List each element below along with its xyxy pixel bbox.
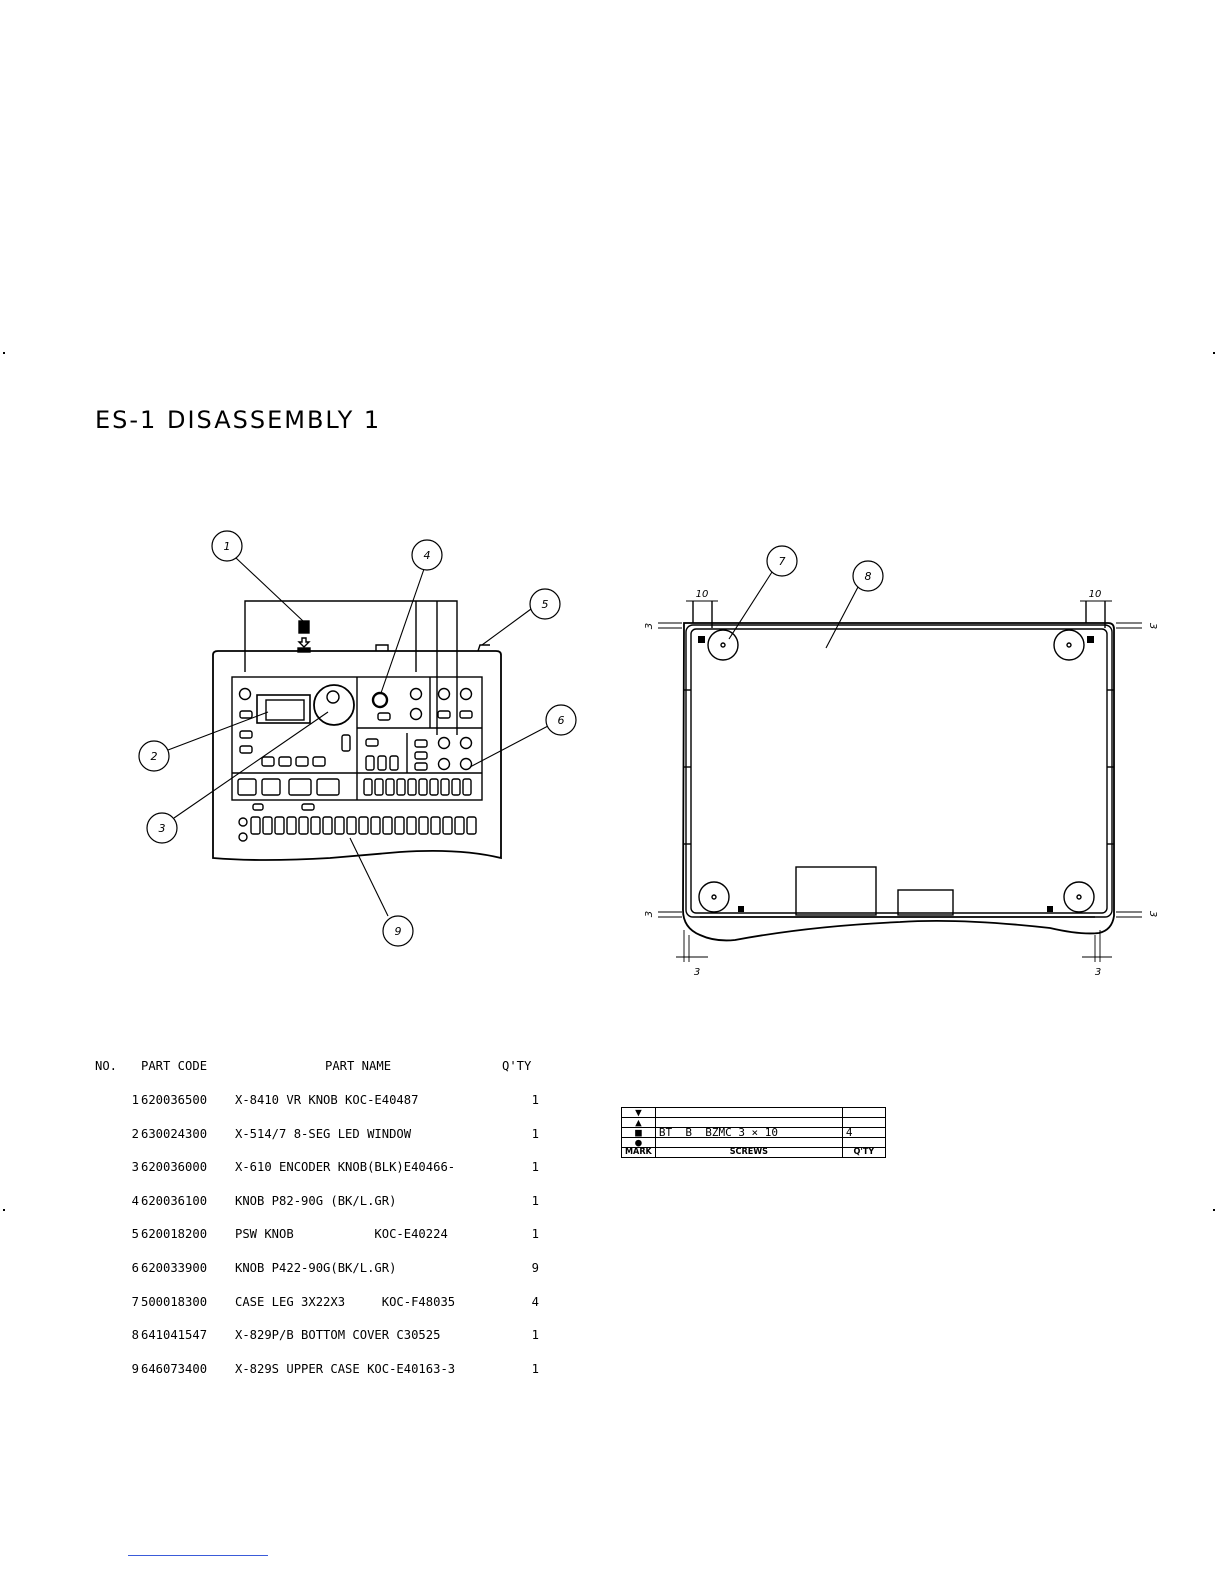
row-no: 8: [131, 1328, 139, 1343]
row-qty: 1: [531, 1361, 539, 1376]
row-code: 646073400: [141, 1361, 208, 1376]
row-name: X-829S UPPER CASE KOC-E40163-3: [235, 1361, 456, 1376]
footer-qty: Q'TY: [841, 1147, 886, 1158]
callout-2: 2: [151, 750, 158, 763]
dim-3-top-left: 3: [644, 623, 655, 629]
table-row: ●: [621, 1137, 886, 1148]
callout-8: 8: [865, 570, 872, 583]
edge-mark: [1213, 352, 1215, 354]
callout-9: 9: [395, 925, 402, 938]
screw-cell: [654, 1107, 843, 1118]
footer-screws: SCREWS: [654, 1147, 843, 1158]
qty-cell: [841, 1137, 886, 1148]
edge-mark: [3, 1209, 5, 1211]
row-no: 3: [131, 1160, 139, 1175]
row-no: 9: [131, 1361, 139, 1376]
row-code: 620036100: [141, 1193, 208, 1208]
row-code: 620036500: [141, 1093, 208, 1107]
dim-3-bottom-axis-right: 3: [1095, 967, 1101, 978]
row-name: PSW KNOB KOC-E40224: [235, 1227, 448, 1242]
screw-cell: BT B BZMC 3 × 10: [654, 1127, 843, 1138]
callout-4: 4: [424, 549, 431, 562]
row-no: 4: [131, 1193, 139, 1208]
row-qty: 1: [531, 1160, 539, 1175]
screw-cell: [654, 1137, 843, 1148]
callout-7: 7: [779, 555, 786, 568]
callout-circles-left: [138, 530, 577, 947]
row-code: 630024300: [141, 1126, 208, 1141]
row-no: 7: [131, 1294, 139, 1309]
callout-5: 5: [542, 598, 549, 611]
row-name: X-8410 VR KNOB KOC-E40487: [235, 1093, 419, 1107]
header-code: PART CODE: [141, 1059, 208, 1074]
row-code: 620036000: [141, 1160, 208, 1175]
callout-1: 1: [224, 540, 231, 553]
edge-mark: [1213, 1209, 1215, 1211]
row-code: 620033900: [141, 1260, 208, 1275]
row-qty: 1: [531, 1093, 539, 1107]
top-view: [212, 600, 502, 861]
row-qty: 1: [531, 1193, 539, 1208]
row-code: 641041547: [141, 1328, 208, 1343]
edge-mark: [3, 352, 5, 354]
header-qty: Q'TY: [502, 1059, 532, 1074]
row-no: 5: [131, 1227, 139, 1242]
row-qty: 1: [531, 1126, 539, 1141]
mark-circle-icon: ●: [621, 1137, 656, 1148]
row-name: KNOB P82-90G (BK/L.GR): [235, 1193, 397, 1208]
row-name: KNOB P422-90G(BK/L.GR): [235, 1260, 397, 1275]
dim-3-bottom-right: 3: [1147, 911, 1158, 917]
row-name: X-514/7 8-SEG LED WINDOW: [235, 1126, 412, 1141]
row-qty: 1: [531, 1328, 539, 1343]
row-name: X-829P/B BOTTOM COVER C30525: [235, 1328, 441, 1343]
page-title: ES-1 DISASSEMBLY 1: [95, 406, 382, 434]
row-no: 1: [131, 1093, 139, 1107]
divider: [128, 1555, 268, 1556]
row-name: CASE LEG 3X22X3 KOC-F48035: [235, 1294, 456, 1309]
dim-3-bottom-left: 3: [644, 911, 655, 917]
row-name: X-610 ENCODER KNOB(BLK)E40466-: [235, 1160, 456, 1175]
row-no: 2: [131, 1126, 139, 1141]
qty-cell: 4: [841, 1127, 886, 1138]
dim-3-bottom-axis-left: 3: [694, 967, 700, 978]
row-qty: 9: [531, 1260, 539, 1275]
row-qty: 1: [531, 1227, 539, 1242]
row-qty: 4: [531, 1294, 539, 1309]
row-code: 500018300: [141, 1294, 208, 1309]
row-no: 6: [131, 1260, 139, 1275]
callout-3: 3: [159, 822, 166, 835]
footer-mark: MARK: [621, 1147, 656, 1158]
dim-10-right: 10: [1089, 589, 1102, 600]
header-no: NO.: [95, 1059, 118, 1074]
qty-cell: [841, 1107, 886, 1118]
dim-3-top-right: 3: [1147, 623, 1158, 629]
callout-circles-right: [766, 545, 884, 592]
parts-header: NO. PART CODE PART NAME Q'TY: [95, 1060, 531, 1072]
table-row: ▼: [621, 1107, 886, 1118]
callout-6: 6: [558, 714, 565, 727]
header-name: PART NAME: [325, 1059, 392, 1074]
bottom-view: [658, 600, 1142, 962]
dim-10-left: 10: [696, 589, 709, 600]
row-code: 620018200: [141, 1227, 208, 1242]
